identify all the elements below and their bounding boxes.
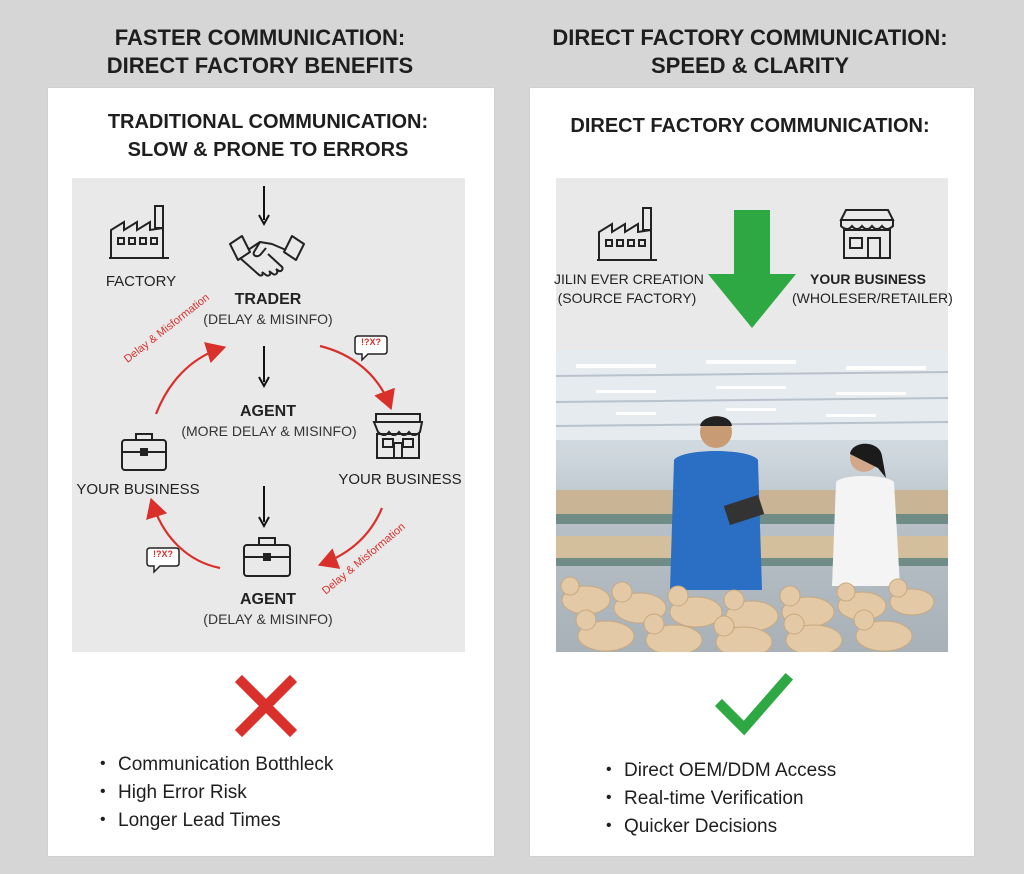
factory-label: FACTORY xyxy=(105,273,177,290)
checkmark-icon xyxy=(714,672,794,736)
your-business-label: YOUR BUSINESS (WHOLESER/RETAILER) xyxy=(792,270,953,308)
storefront-icon xyxy=(839,209,895,259)
speech-bubble-icon xyxy=(354,335,388,362)
traditional-title-line-1: TRADITIONAL COMMUNICATION: xyxy=(107,111,429,133)
right-heading-line-1: DIRECT FACTORY COMMUNICATION: xyxy=(552,25,948,50)
right-heading-line-2: SPEED & CLARITY xyxy=(650,53,850,78)
list-item: Quicker Decisions xyxy=(606,812,836,840)
agent-bottom-label: AGENT xyxy=(240,591,296,608)
agent-bottom-sub-label: (DELAY & MISINFO) xyxy=(203,611,333,627)
list-item: Communication Botthleck xyxy=(100,750,333,778)
trader-label: TRADER xyxy=(234,291,302,308)
source-factory-label: JILIN EVER CREATION (SOURCE FACTORY) xyxy=(554,270,704,308)
list-item: Direct OEM/DDM Access xyxy=(606,756,836,784)
factory-photo xyxy=(556,350,948,652)
list-item: High Error Risk xyxy=(100,778,333,806)
traditional-title-line-2: SLOW & PRONE TO ERRORS xyxy=(127,139,409,161)
direct-diagram: JILIN EVER CREATION (SOURCE FACTORY) YOU… xyxy=(554,178,953,350)
right-heading: DIRECT FACTORY COMMUNICATION: SPEED & CL… xyxy=(540,24,960,80)
left-heading: FASTER COMMUNICATION: DIRECT FACTORY BEN… xyxy=(60,24,460,80)
handshake-icon xyxy=(229,235,305,277)
trader-sub-label: (DELAY & MISINFO) xyxy=(203,311,333,327)
traditional-bullets: Communication Botthleck High Error Risk … xyxy=(100,750,333,834)
down-arrow-icon xyxy=(258,486,270,529)
green-down-arrow-icon xyxy=(708,210,796,328)
your-business-right-label: YOUR BUSINESS xyxy=(338,471,462,488)
source-factory-sub: (SOURCE FACTORY) xyxy=(557,290,697,306)
direct-bullets: Direct OEM/DDM Access Real-time Verifica… xyxy=(606,756,836,840)
speech-bubble-text-top: !?X? xyxy=(361,337,381,347)
traditional-diagram: FACTORY TRADER (DELAY & MISINFO) AGENT (… xyxy=(72,178,465,652)
agent-sub-label: (MORE DELAY & MISINFO) xyxy=(181,423,357,439)
down-arrow-icon xyxy=(258,186,270,227)
traditional-card-title: TRADITIONAL COMMUNICATION: SLOW & PRONE … xyxy=(78,108,458,164)
list-item: Real-time Verification xyxy=(606,784,836,812)
list-item: Longer Lead Times xyxy=(100,806,333,834)
your-business-name: YOUR BUSINESS xyxy=(810,271,926,287)
factory-icon xyxy=(597,207,657,261)
cross-icon xyxy=(234,674,298,738)
speech-bubble-text-bottom: !?X? xyxy=(153,549,173,559)
agent-label: AGENT xyxy=(240,403,296,420)
traditional-card: TRADITIONAL COMMUNICATION: SLOW & PRONE … xyxy=(48,88,494,856)
speech-bubble-icon xyxy=(146,547,180,574)
direct-card: DIRECT FACTORY COMMUNICATION: JILIN EVER… xyxy=(530,88,974,856)
factory-icon xyxy=(109,205,169,259)
briefcase-icon xyxy=(121,433,167,471)
left-heading-line-1: FASTER COMMUNICATION: xyxy=(114,25,406,50)
factory-floor-illustration xyxy=(556,350,948,652)
your-business-left-label: YOUR BUSINESS xyxy=(76,481,200,498)
red-flow-arrows xyxy=(146,342,395,570)
left-heading-line-2: DIRECT FACTORY BENEFITS xyxy=(106,53,414,78)
source-factory-name: JILIN EVER CREATION xyxy=(554,271,704,287)
down-arrow-icon xyxy=(258,346,270,389)
storefront-icon xyxy=(372,413,424,459)
direct-card-title: DIRECT FACTORY COMMUNICATION: xyxy=(570,115,930,137)
your-business-sub: (WHOLESER/RETAILER) xyxy=(792,290,953,306)
briefcase-icon xyxy=(243,537,291,577)
